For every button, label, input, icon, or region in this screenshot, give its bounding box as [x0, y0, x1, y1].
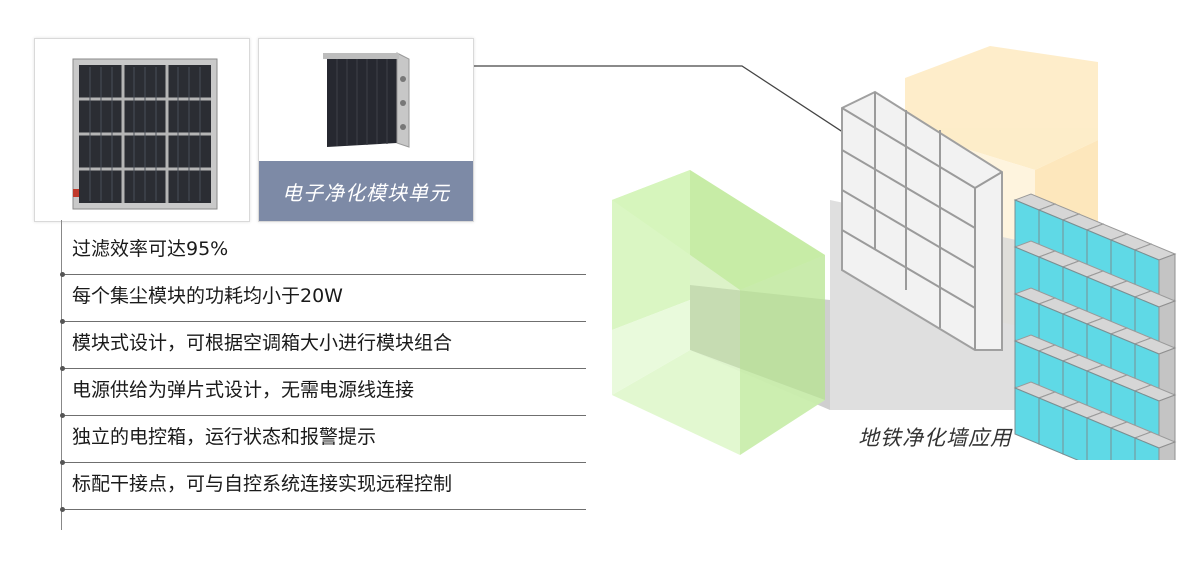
module-caption: 电子净化模块单元: [259, 161, 473, 221]
module-wall: [1013, 193, 1177, 460]
green-airflow-volume: [612, 170, 825, 455]
purification-module-photo: 电子净化模块单元: [258, 38, 474, 222]
rack-frame: [841, 90, 1003, 351]
feature-list: 过滤效率可达95% 每个集尘模块的功耗均小于20W 模块式设计，可根据空调箱大小…: [60, 228, 586, 512]
scene-caption: 地铁净化墙应用: [858, 426, 1012, 450]
filter-frame-photo: [34, 38, 250, 222]
module-cell: [1133, 337, 1177, 401]
module-cell: [1133, 431, 1177, 460]
feature-item: 标配干接点，可与自控系统连接实现远程控制: [60, 463, 586, 512]
purification-wall-illustration: [612, 46, 1177, 460]
feature-item: 电源供给为弹片式设计，无需电源线连接: [60, 369, 586, 418]
feature-item: 过滤效率可达95%: [60, 228, 586, 277]
feature-item: 每个集尘模块的功耗均小于20W: [60, 275, 586, 324]
list-vertical-rule: [61, 220, 62, 530]
feature-item: 独立的电控箱，运行状态和报警提示: [60, 416, 586, 465]
feature-item: 模块式设计，可根据空调箱大小进行模块组合: [60, 322, 586, 371]
